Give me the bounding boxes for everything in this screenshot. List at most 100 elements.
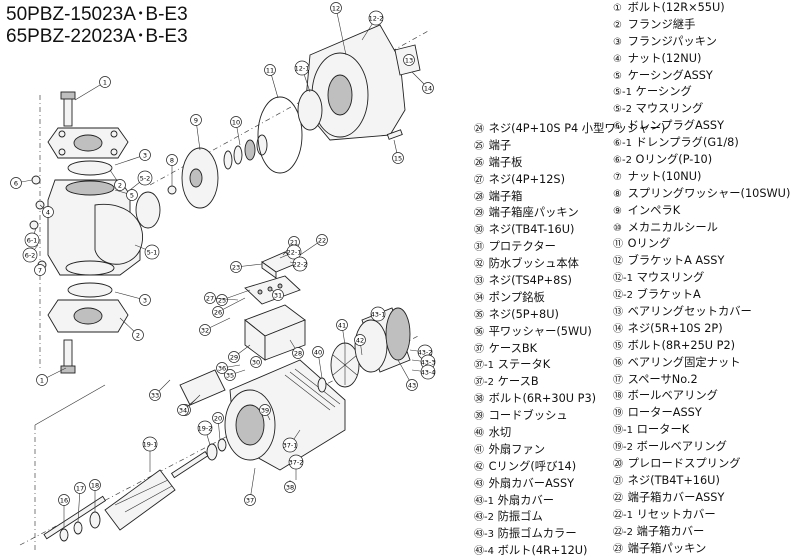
legend-number: ㊲-1 bbox=[474, 360, 494, 372]
legend-number: ⑨ bbox=[613, 205, 622, 217]
bracket-outline-dash bbox=[34, 384, 106, 426]
legend-item: ⑲-2 ボールベアリング bbox=[613, 439, 790, 456]
bearing-fixing-nut bbox=[59, 528, 69, 542]
legend-item: ㉟ ネジ(5P+8U) bbox=[474, 307, 665, 324]
legend-number: ⑧ bbox=[613, 188, 622, 200]
legend-item: ㊶ 外扇ファン bbox=[474, 442, 665, 459]
ball-bearing-rotor bbox=[206, 443, 218, 461]
legend-number: ㉒ bbox=[613, 492, 623, 504]
callout-bubble bbox=[292, 256, 308, 272]
callout-number: 9 bbox=[194, 117, 198, 125]
callout-bubble bbox=[132, 329, 144, 341]
callout-bubble bbox=[216, 294, 228, 306]
callout-bubble bbox=[368, 10, 384, 26]
legend-item: ⑥-2 Oリング(P-10) bbox=[613, 152, 790, 169]
legend-label: マウスリング bbox=[631, 102, 704, 116]
callout-number: 31 bbox=[274, 292, 282, 300]
legend-item: ㊴ コードブッシュ bbox=[474, 408, 665, 425]
callout-number: 34 bbox=[179, 407, 187, 415]
callout-number: 15 bbox=[394, 155, 402, 163]
legend-number: ⑥-2 bbox=[613, 155, 632, 167]
callout-bubble bbox=[403, 54, 415, 66]
callout-number: 33 bbox=[151, 392, 159, 400]
callout-bubble bbox=[166, 154, 178, 166]
callout-bubble bbox=[190, 114, 202, 126]
callout-leader-line bbox=[335, 7, 347, 56]
callout-number: 22-1 bbox=[287, 249, 302, 257]
legend-item: ⑩ メカニカルシール bbox=[613, 220, 790, 237]
callout-number: 28 bbox=[294, 350, 302, 358]
legend-number: ㊴ bbox=[474, 411, 484, 423]
legend-label: ボールベアリング bbox=[632, 440, 727, 454]
legend-item: ⑱ ボールベアリング bbox=[613, 388, 790, 405]
callout-number: 22-2 bbox=[293, 261, 308, 269]
legend-number: ㉒-2 bbox=[613, 526, 633, 538]
legend-label: スプリングワッシャー(10SWU) bbox=[624, 186, 791, 200]
legend-item: ㊱ 平ワッシャー(5WU) bbox=[474, 324, 665, 341]
legend-label: ネジ(TB4T+16U) bbox=[624, 473, 720, 487]
callout-bubble bbox=[144, 244, 160, 260]
legend-number: ⑮ bbox=[613, 340, 623, 352]
callout-bubble bbox=[316, 234, 328, 246]
legend-label: 水切 bbox=[485, 426, 512, 440]
mechanical-seal bbox=[223, 134, 268, 170]
legend-item: ① ボルト(12R×55U) bbox=[613, 0, 790, 17]
callout-number: 32 bbox=[201, 327, 209, 335]
callout-bubble bbox=[224, 369, 236, 381]
callout-bubble bbox=[114, 179, 126, 191]
flange-gasket-top bbox=[67, 160, 113, 176]
legend-number: ㉖ bbox=[474, 157, 484, 169]
legend-item: ⑤ ケーシングASSY bbox=[613, 68, 790, 85]
legend-label: ネジ(5R+10S 2P) bbox=[624, 321, 723, 335]
legend-number: ① bbox=[613, 3, 622, 14]
callout-bubble bbox=[204, 292, 216, 304]
callout-bubble bbox=[272, 289, 284, 301]
legend-label: フランジパッキン bbox=[624, 34, 717, 48]
spring-washer bbox=[167, 185, 177, 195]
legend-item: ㉑ ネジ(TB4T+16U) bbox=[613, 473, 790, 490]
legend-label: 外扇ファン bbox=[485, 442, 546, 456]
callout-bubble bbox=[58, 494, 70, 506]
mouth-ring-casing bbox=[135, 191, 161, 229]
callout-bubble bbox=[36, 374, 48, 386]
legend-number: ㉟ bbox=[474, 309, 484, 321]
terminal-box bbox=[244, 304, 306, 361]
legend-number: ㊶ bbox=[474, 444, 484, 456]
callout-number: 18 bbox=[91, 482, 99, 490]
legend-item: ㊸-1 外扇カバー bbox=[474, 493, 665, 510]
flange-bottom bbox=[47, 299, 129, 333]
legend-number: ⑱ bbox=[613, 391, 623, 403]
callout-bubble bbox=[42, 206, 54, 218]
legend-number: ㉒-1 bbox=[613, 509, 633, 521]
callout-number: 2 bbox=[136, 332, 140, 340]
bracket bbox=[304, 24, 406, 141]
legend-label: ケースBK bbox=[485, 341, 538, 355]
legend-item: ⑲ ローターASSY bbox=[613, 405, 790, 422]
callout-number: 19-2 bbox=[198, 425, 213, 433]
legend-number: ㉕ bbox=[474, 140, 484, 152]
legend-number: ㊱ bbox=[474, 326, 484, 338]
legend-label: ローターK bbox=[632, 423, 690, 437]
legend-label: 外扇カバー bbox=[493, 493, 555, 507]
callout-bubble bbox=[336, 319, 348, 331]
legend-number: ⑥-1 bbox=[613, 138, 632, 150]
legend-number: ㊸-1 bbox=[474, 495, 494, 507]
callout-bubble bbox=[422, 82, 434, 94]
callout-number: 2 bbox=[118, 182, 122, 190]
callout-number: 12 bbox=[332, 5, 340, 13]
callout-number: 13 bbox=[405, 57, 413, 65]
callout-bubble bbox=[212, 412, 224, 424]
callout-number: 7 bbox=[38, 267, 42, 275]
legend-label: プレロードスプリング bbox=[624, 457, 741, 471]
callout-bubble bbox=[286, 244, 302, 260]
legend-label: 端子箱 bbox=[485, 189, 523, 203]
motor-case bbox=[224, 359, 346, 471]
legend-label: ブラケットA bbox=[632, 288, 701, 302]
legend-label: ケーシングASSY bbox=[624, 68, 713, 82]
mouth-ring-bracket bbox=[297, 89, 323, 131]
callout-bubble bbox=[74, 482, 86, 494]
legend-label: ケースB bbox=[493, 375, 539, 389]
callout-bubble bbox=[139, 294, 151, 306]
legend-item: ㉘ 端子箱 bbox=[474, 189, 665, 206]
